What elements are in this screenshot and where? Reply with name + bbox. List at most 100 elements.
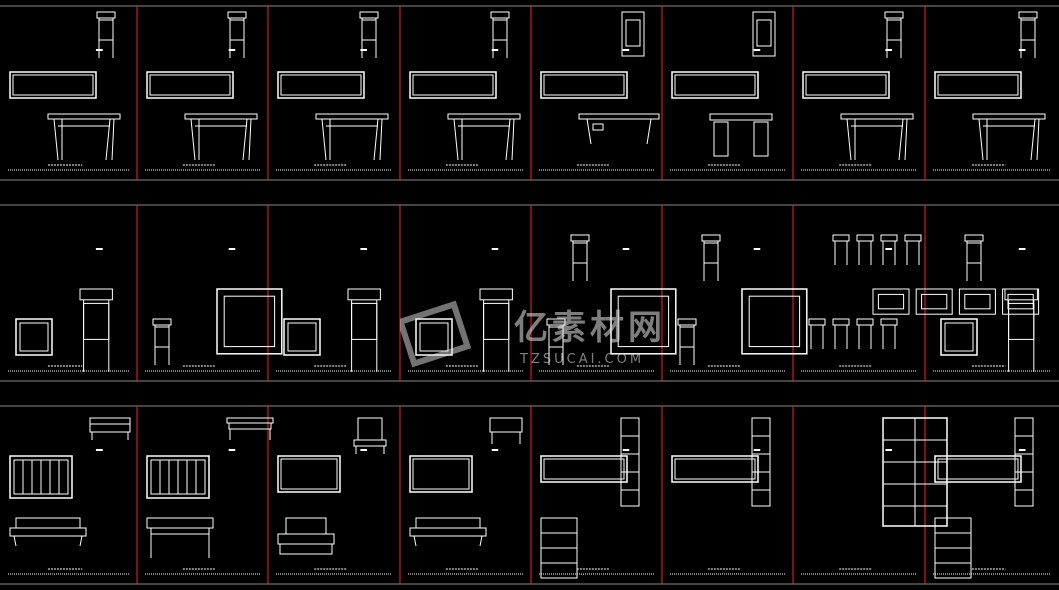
furniture-chair	[353, 417, 387, 454]
caption-text-lines	[539, 248, 654, 372]
furniture-table-carved	[709, 113, 773, 157]
furniture-stand-tall	[96, 11, 116, 58]
drawing-panel	[539, 417, 654, 579]
drawing-panel	[408, 248, 523, 372]
furniture-chair-small	[489, 417, 523, 444]
furniture-stand-tall	[570, 234, 590, 281]
drawing-panel	[145, 248, 283, 372]
drawing-panel	[933, 417, 1051, 579]
caption-text-lines	[801, 248, 917, 372]
furniture-table-wide	[146, 517, 214, 558]
furniture-panel-long	[671, 71, 759, 99]
furniture-square	[415, 318, 453, 356]
furniture-stand-tall	[1004, 288, 1038, 372]
furniture-stools	[832, 234, 922, 265]
furniture-shelf-tall	[1014, 417, 1034, 507]
caption-text-lines	[276, 49, 392, 171]
drawing-panel	[933, 11, 1051, 171]
furniture-table-long	[47, 113, 121, 161]
furniture-panel-long	[671, 455, 759, 483]
caption-text-lines	[933, 49, 1051, 171]
drawing-panel	[145, 11, 260, 171]
caption-text-lines	[408, 449, 523, 575]
furniture-panel-plain	[277, 455, 341, 493]
caption-text-lines	[801, 49, 917, 171]
furniture-stand-tall	[677, 318, 697, 365]
furniture-cabinet-small	[621, 11, 645, 57]
drawing-panel	[670, 11, 785, 171]
drawing-panel	[276, 11, 392, 171]
drawing-panel	[276, 417, 392, 575]
caption-text-lines	[539, 49, 654, 171]
caption-text-lines	[276, 449, 392, 575]
furniture-shelf-tall	[620, 417, 640, 507]
drawing-panel	[145, 417, 274, 575]
furniture-cabinet-small	[752, 11, 776, 57]
furniture-panel-grid	[9, 455, 73, 499]
drawing-panel	[8, 248, 129, 372]
caption-text-lines	[145, 449, 260, 575]
furniture-bench	[578, 113, 660, 145]
caption-text-lines	[933, 449, 1051, 575]
drawing-panel	[670, 417, 785, 575]
caption-text-lines	[8, 248, 129, 372]
caption-text-lines	[408, 49, 523, 171]
furniture-stand-tall	[884, 11, 904, 58]
furniture-squares	[872, 288, 1040, 315]
furniture-panel-long	[146, 71, 234, 99]
furniture-shelf	[540, 517, 578, 579]
furniture-square	[216, 288, 283, 355]
furniture-panel-long	[934, 455, 1022, 483]
furniture-square	[283, 318, 321, 356]
caption-text-lines	[8, 449, 129, 575]
furniture-stand-tall	[152, 318, 172, 365]
furniture-daybed	[9, 517, 87, 547]
furniture-panel-long	[540, 455, 628, 483]
furniture-desk	[226, 417, 274, 440]
furniture-stand-tall	[546, 318, 566, 365]
caption-text-lines	[539, 449, 654, 575]
drawing-panel	[408, 417, 523, 575]
furniture-daybed	[409, 517, 487, 547]
caption-text-lines	[408, 248, 523, 372]
drawing-panel	[539, 11, 660, 171]
furniture-daybed-small	[89, 417, 131, 440]
furniture-stand-tall	[347, 288, 381, 372]
drawing-panel	[408, 11, 523, 171]
caption-text-lines	[670, 248, 785, 372]
caption-text-lines	[145, 248, 260, 372]
furniture-stand-tall	[701, 234, 721, 281]
drawing-panel	[670, 234, 808, 372]
watermark-text: 亿素材网	[514, 308, 666, 348]
furniture-stools	[808, 318, 898, 349]
furniture-table-long	[184, 113, 258, 161]
furniture-stand-tall	[79, 288, 113, 372]
furniture-square	[741, 288, 808, 355]
furniture-panel-long	[9, 71, 97, 99]
furniture-panel-long	[802, 71, 890, 99]
furniture-square	[15, 318, 53, 356]
furniture-stand-tall	[490, 11, 510, 58]
caption-text-lines	[276, 248, 392, 372]
furniture-table-long	[972, 113, 1046, 161]
furniture-square	[940, 318, 978, 356]
furniture-throne	[277, 517, 335, 555]
furniture-square	[610, 288, 677, 355]
furniture-table-long	[840, 113, 914, 161]
caption-text-lines	[8, 49, 129, 171]
caption-text-lines	[670, 49, 785, 171]
drawing-panel	[276, 248, 392, 372]
furniture-stand-tall	[1018, 11, 1038, 58]
furniture-stand-tall	[964, 234, 984, 281]
furniture-shelf	[934, 517, 972, 579]
furniture-panel-long	[540, 71, 628, 99]
furniture-stand-tall	[359, 11, 379, 58]
drawing-panel	[801, 11, 917, 171]
caption-text-lines	[933, 248, 1051, 372]
furniture-table-long	[447, 113, 521, 161]
watermark-subtext: TZSUCAI.COM	[520, 352, 645, 367]
drawing-panel	[8, 417, 131, 575]
furniture-stand-tall	[479, 288, 513, 372]
furniture-panel-long	[934, 71, 1022, 99]
